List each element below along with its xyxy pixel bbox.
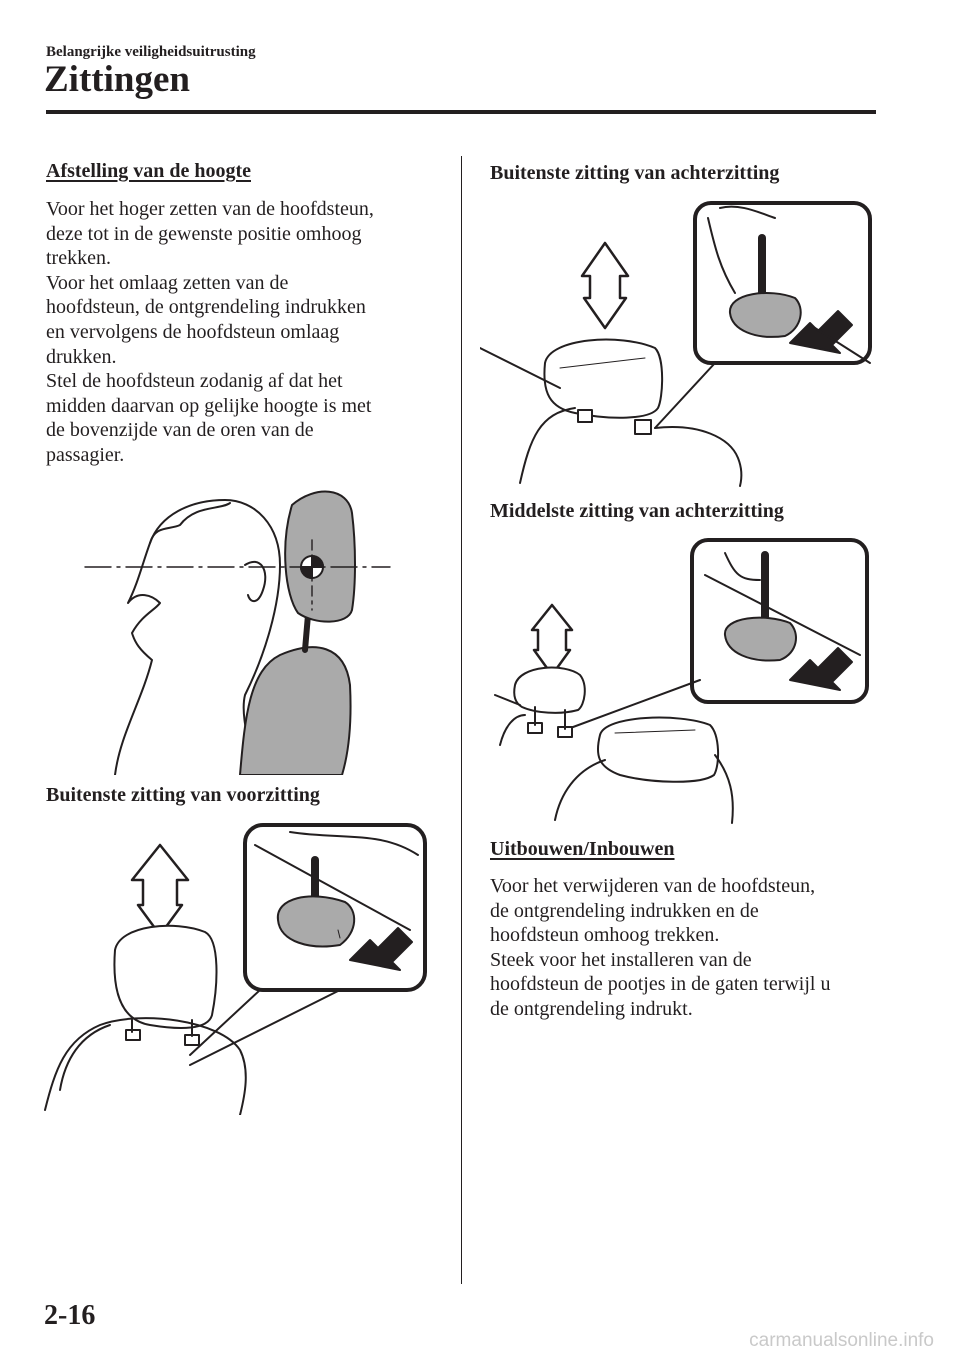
text-line: midden daarvan op gelijke hoogte is met <box>46 394 372 417</box>
page-number: 2-16 <box>44 1300 96 1331</box>
text-line: drukken. <box>46 345 117 368</box>
remove-install-heading: Uitbouwen/Inbouwen <box>490 838 675 860</box>
column-divider <box>461 156 462 1284</box>
text-line: deze tot in de gewenste positie omhoog <box>46 222 362 245</box>
text-line: de ontgrendeling indrukt. <box>490 997 693 1020</box>
rear-outer-seat-illustration <box>480 201 872 487</box>
text-line: en vervolgens de hoofdsteun omlaag <box>46 320 340 343</box>
rear-center-seat-illustration <box>494 538 869 824</box>
text-line: Voor het omlaag zetten van de <box>46 271 289 294</box>
front-seat-illustration <box>44 823 427 1115</box>
rear-center-caption: Middelste zitting van achterzitting <box>490 500 784 522</box>
height-adjust-heading: Afstelling van de hoogte <box>46 160 251 182</box>
text-line: Voor het hoger zetten van de hoofdsteun, <box>46 198 374 220</box>
text-line: hoofdsteun de pootjes in de gaten terwij… <box>490 973 831 996</box>
text-line: Voor het verwijderen van de hoofdsteun, <box>490 875 816 897</box>
head-height-illustration <box>84 490 391 775</box>
text-line: Stel de hoofdsteun zodanig af dat het <box>46 370 343 393</box>
section-label: Belangrijke veiligheidsuitrusting <box>46 44 256 60</box>
title-rule <box>46 110 876 114</box>
remove-install-text: Voor het verwijderen van de hoofdsteun, … <box>490 874 830 1022</box>
text-line: passagier. <box>46 443 125 466</box>
text-line: hoofdsteun omhoog trekken. <box>490 924 720 947</box>
text-line: trekken. <box>46 247 111 270</box>
text-line: hoofdsteun, de ontgrendeling indrukken <box>46 296 366 319</box>
height-adjust-text: Voor het hoger zetten van de hoofdsteun,… <box>46 197 374 468</box>
text-line: de bovenzijde van de oren van de <box>46 419 314 442</box>
front-seat-caption: Buitenste zitting van voorzitting <box>46 784 320 806</box>
rear-outer-caption: Buitenste zitting van achterzitting <box>490 162 780 184</box>
page-title: Zittingen <box>44 59 190 100</box>
text-line: Steek voor het installeren van de <box>490 948 752 971</box>
text-line: de ontgrendeling indrukken en de <box>490 899 759 922</box>
watermark: carmanualsonline.info <box>749 1330 934 1351</box>
